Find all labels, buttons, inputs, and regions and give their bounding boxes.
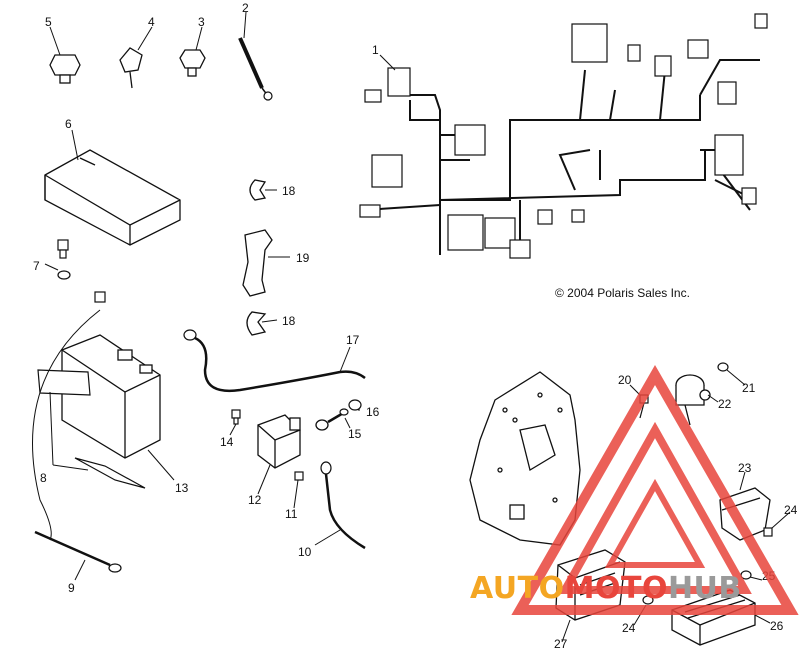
- callout-15: 15: [348, 427, 362, 441]
- part-screw-24b: [642, 595, 654, 605]
- part-cable-17: [183, 329, 366, 393]
- callout-8: 8: [40, 471, 47, 485]
- callout-22: 22: [718, 397, 732, 411]
- callout-3: 3: [198, 15, 205, 29]
- part-nut-21: [717, 362, 729, 372]
- watermark-logo: [511, 364, 799, 615]
- callout-13: 13: [175, 481, 189, 495]
- part-battery-13: [61, 334, 161, 459]
- watermark-auto: AUTO: [470, 571, 565, 606]
- part-clip-18a: [249, 179, 267, 201]
- part-clip-5: [49, 54, 81, 84]
- callout-20: 20: [618, 373, 632, 387]
- callout-18a: 18: [282, 184, 296, 198]
- callout-11: 11: [285, 507, 298, 521]
- callout-7: 7: [33, 259, 40, 273]
- part-clip-18b: [246, 311, 267, 336]
- callout-24b: 24: [622, 621, 636, 635]
- part-nut-11: [294, 471, 304, 481]
- callout-9: 9: [68, 581, 75, 595]
- callout-labels: 1 2 3 4 5 6 7 8 9 10 11 12 13 14 15 16 1…: [33, 1, 798, 649]
- callout-26: 26: [770, 619, 784, 633]
- callout-24a: 24: [784, 503, 798, 517]
- watermark-hub: HUB: [668, 571, 742, 606]
- callout-1: 1: [372, 43, 379, 57]
- part-cable-2: [238, 37, 273, 101]
- part-screw-7: [57, 239, 71, 280]
- part-sensor-22: [675, 374, 711, 426]
- callout-21: 21: [742, 381, 756, 395]
- part-mounting-plate: [469, 371, 581, 546]
- harness-connectors: [359, 13, 768, 259]
- callout-10: 10: [298, 545, 312, 559]
- part-screw-24a: [763, 527, 773, 537]
- callout-16: 16: [366, 405, 380, 419]
- callout-12: 12: [248, 493, 262, 507]
- callout-18b: 18: [282, 314, 296, 328]
- part-battery-cover-6: [44, 149, 181, 246]
- watermark-moto: MOTO: [565, 571, 668, 606]
- callout-17: 17: [346, 333, 360, 347]
- callout-6: 6: [65, 117, 72, 131]
- part-nut-16: [339, 399, 362, 416]
- part-bracket-19: [242, 229, 273, 297]
- callout-2: 2: [242, 1, 249, 15]
- callout-14: 14: [220, 435, 234, 449]
- part-decal-8: [37, 369, 146, 489]
- wiring-harness: [364, 59, 760, 255]
- callout-23: 23: [738, 461, 752, 475]
- part-cable-10: [320, 461, 366, 550]
- callout-19: 19: [296, 251, 310, 265]
- callout-4: 4: [148, 15, 155, 29]
- leader-lines: [44, 11, 791, 643]
- part-cable-9: [32, 309, 122, 573]
- svg-text:AUTOMOTOHUB: AUTOMOTOHUB: [470, 571, 742, 606]
- part-solenoid-12: [257, 414, 301, 469]
- callout-27: 27: [554, 637, 568, 649]
- part-battery-terminal: [94, 291, 106, 303]
- part-clip-4: [119, 47, 143, 89]
- copyright-text: © 2004 Polaris Sales Inc.: [555, 286, 690, 300]
- part-clip-3: [179, 49, 206, 77]
- callout-5: 5: [45, 15, 52, 29]
- watermark-text: AUTOMOTOHUB: [470, 571, 742, 606]
- part-screw-14: [231, 409, 241, 425]
